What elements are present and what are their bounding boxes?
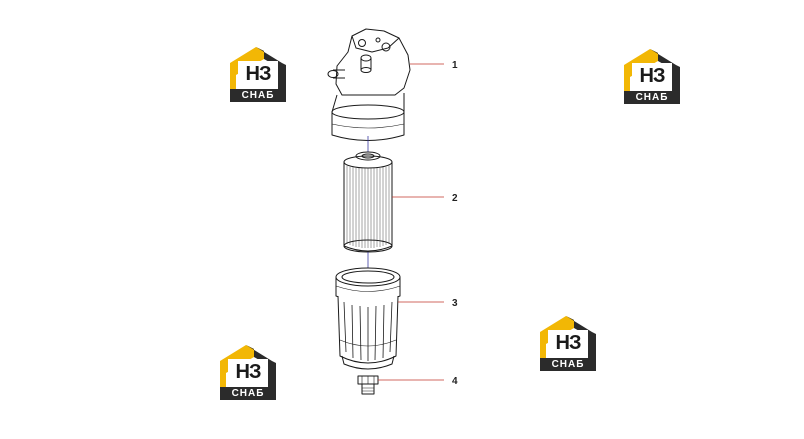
- drain-plug-part: [357, 375, 379, 395]
- filter-element-part: [343, 151, 393, 253]
- logo-caption: СНАБ: [230, 89, 286, 102]
- watermark-logo: НЗ СНАБ: [536, 314, 600, 372]
- logo-caption: СНАБ: [220, 387, 276, 400]
- logo-house-icon: [230, 47, 286, 89]
- logo-letters: НЗ: [235, 361, 262, 383]
- logo-letters: НЗ: [639, 65, 666, 87]
- watermark-logo: НЗ СНАБ: [226, 45, 290, 103]
- logo-letters: НЗ: [245, 63, 272, 85]
- watermark-logo: НЗ СНАБ: [216, 343, 280, 401]
- callout-number-2: 2: [452, 193, 458, 204]
- filter-head-part: [327, 28, 411, 141]
- logo-caption: СНАБ: [624, 91, 680, 104]
- callout-number-3: 3: [452, 298, 458, 309]
- logo-letters: НЗ: [555, 332, 582, 354]
- callout-number-4: 4: [452, 376, 458, 387]
- watermark-logo: НЗ СНАБ: [620, 47, 684, 105]
- callout-number-1: 1: [452, 60, 458, 71]
- logo-caption: СНАБ: [540, 358, 596, 371]
- logo-house-icon: [624, 49, 680, 91]
- logo-house-icon: [220, 345, 276, 387]
- filter-bowl-part: [335, 267, 401, 370]
- logo-house-icon: [540, 316, 596, 358]
